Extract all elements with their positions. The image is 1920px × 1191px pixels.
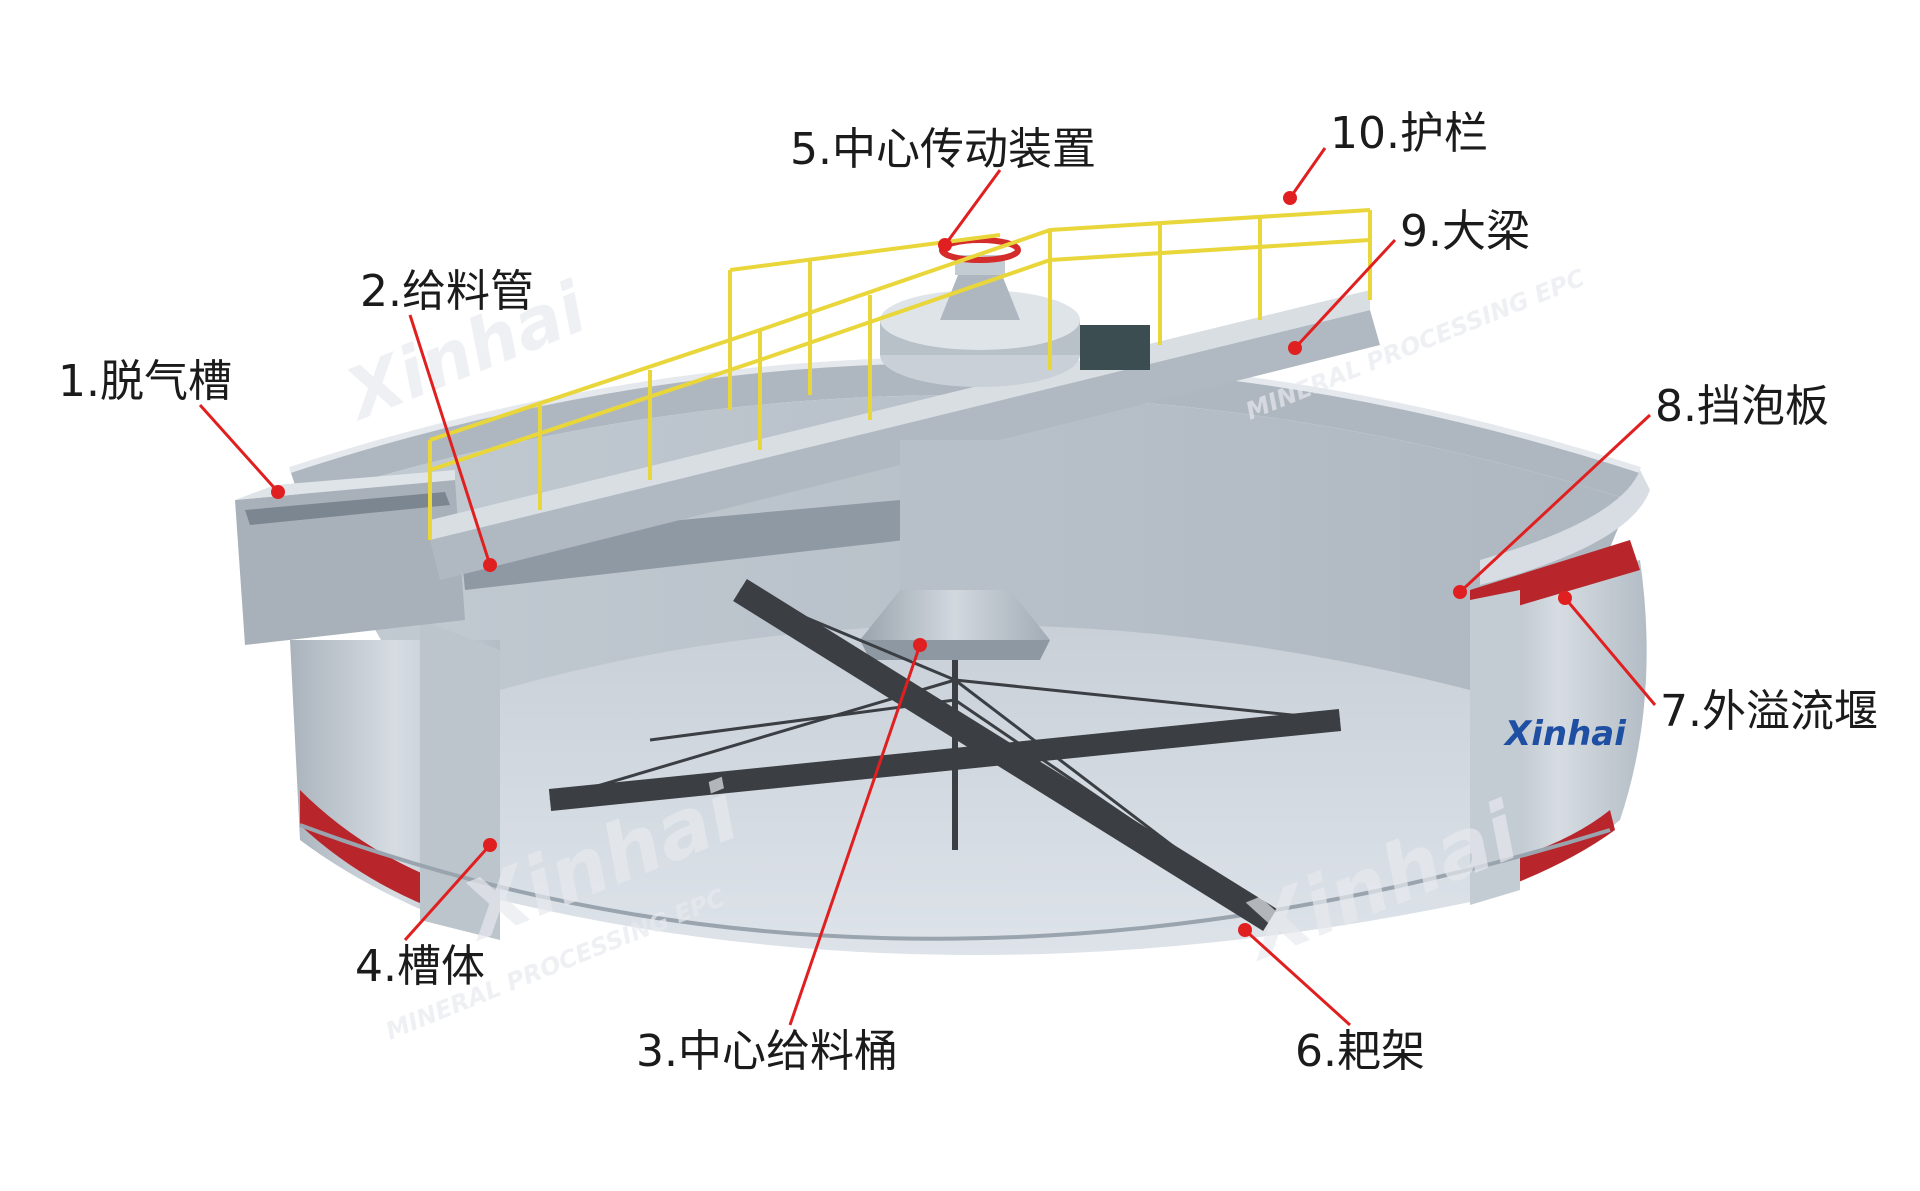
leader-line-9	[1293, 238, 1397, 350]
leader-line-7	[1563, 597, 1657, 706]
leader-dot-2	[483, 558, 497, 572]
callout-label-1: 1.脱气槽	[58, 356, 232, 407]
froth-baffle	[1480, 470, 1650, 585]
rake-arms	[548, 578, 1342, 932]
leader-dot-3	[913, 638, 927, 652]
callout-label-9: 9.大梁	[1400, 206, 1530, 257]
leader-line-5	[943, 169, 1002, 246]
xinhai-logo-text: Xinhai	[1503, 714, 1627, 754]
callout-label-2: 2.给料管	[360, 266, 534, 317]
leader-dot-5	[938, 238, 952, 252]
leader-dot-7	[1558, 591, 1572, 605]
central-drive-unit	[880, 237, 1150, 387]
callout-label-7: 7.外溢流堰	[1660, 686, 1878, 737]
leader-dot-8	[1453, 585, 1467, 599]
safety-railing	[428, 208, 1372, 540]
tank-front-rim	[299, 823, 1611, 941]
degassing-tank	[235, 470, 465, 645]
feed-pipe	[460, 500, 905, 590]
leader-line-8	[1458, 413, 1652, 594]
tank-left-wall	[290, 620, 500, 940]
callout-label-8: 8.挡泡板	[1655, 381, 1829, 432]
leader-dot-6	[1238, 923, 1252, 937]
leader-line-1	[198, 403, 280, 494]
leader-dot-10	[1283, 191, 1297, 205]
tank-floor	[500, 625, 1480, 955]
leader-line-2	[408, 314, 492, 566]
leader-dot-4	[483, 838, 497, 852]
leader-dot-9	[1288, 341, 1302, 355]
leader-line-3	[788, 644, 922, 1026]
callout-label-3: 3.中心给料桶	[636, 1026, 898, 1077]
callout-label-10: 10.护栏	[1330, 108, 1488, 159]
callout-leaders	[198, 147, 1657, 1027]
leader-dot-1	[271, 485, 285, 499]
leader-line-6	[1243, 928, 1352, 1027]
leader-line-10	[1288, 147, 1327, 199]
tank-right-wall: Xinhai	[1470, 540, 1647, 905]
center-feedwell	[860, 440, 1050, 660]
leader-line-4	[403, 843, 492, 942]
callout-label-5: 5.中心传动装置	[790, 124, 1096, 175]
callout-label-4: 4.槽体	[355, 941, 485, 992]
callout-label-6: 6.耙架	[1295, 1026, 1425, 1077]
